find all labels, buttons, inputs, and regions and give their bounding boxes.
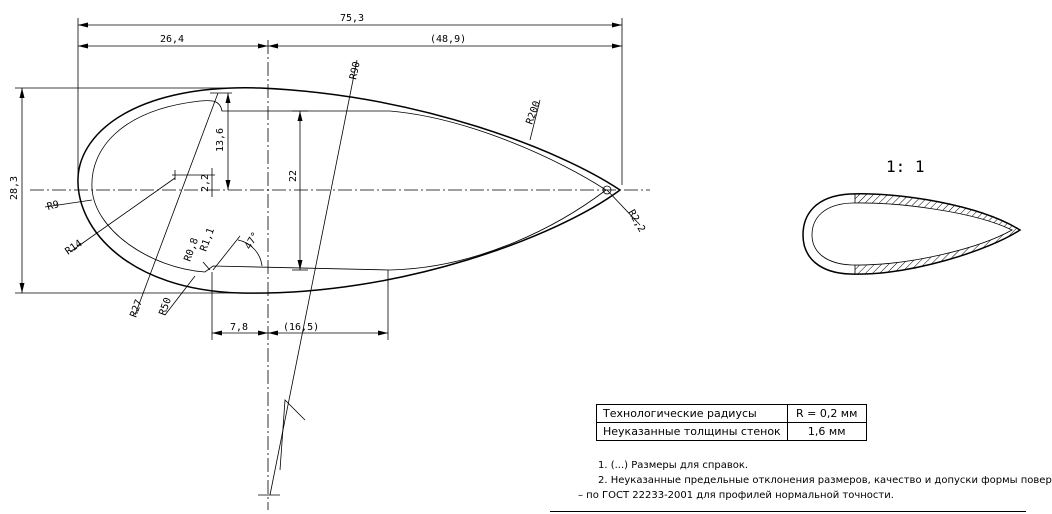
note-1: 1. (...) Размеры для справок. bbox=[598, 460, 749, 471]
airfoil-profile bbox=[77, 87, 622, 294]
section-inner bbox=[811, 202, 1013, 266]
technical-drawing: 75,3 26,4 (48,9) 28,3 13,6 2,2 22 bbox=[9, 13, 1022, 510]
dim-split: 26,4 (48,9) bbox=[78, 34, 622, 49]
note-2-continued: – по ГОСТ 22233-2001 для профилей нормал… bbox=[578, 490, 894, 501]
table-cell-label: Неуказанные толщины стенок bbox=[596, 422, 788, 441]
dim-inner-label: 22 bbox=[288, 170, 299, 182]
radius-r90: R90 bbox=[348, 61, 363, 81]
dim-offset-label: 2,2 bbox=[200, 174, 211, 192]
section-view: 1: 1 bbox=[802, 157, 1022, 275]
dim-upper-label: 13,6 bbox=[215, 128, 226, 152]
section-hatch-top bbox=[855, 193, 1020, 230]
break-line bbox=[279, 399, 306, 471]
table-cell-label: Технологические радиусы bbox=[596, 404, 788, 423]
dim-height: 28,3 bbox=[9, 87, 260, 294]
table-row: Технологические радиусы R = 0,2 мм bbox=[596, 404, 867, 423]
note-2: 2. Неуказанные предельные отклонения раз… bbox=[598, 475, 1052, 486]
dim-lower: 7,8 (16,5) bbox=[211, 270, 389, 340]
radius-r9: R9 bbox=[46, 199, 60, 213]
notes-block: 1. (...) Размеры для справок. 2. Неуказа… bbox=[578, 458, 1052, 503]
dim-front-label: 26,4 bbox=[160, 34, 184, 45]
dim-angle: 47° bbox=[212, 230, 263, 271]
title-block-border bbox=[550, 511, 1026, 512]
table-cell-value: 1,6 мм bbox=[786, 422, 867, 441]
radius-r1-1: R1,1 bbox=[198, 227, 217, 253]
dim-inner: 22 bbox=[288, 110, 308, 271]
section-scale-label: 1: 1 bbox=[886, 157, 925, 176]
dim-angle-label: 47° bbox=[243, 230, 262, 251]
table-row: Неуказанные толщины стенок 1,6 мм bbox=[596, 422, 867, 441]
table-cell-value: R = 0,2 мм bbox=[786, 404, 867, 423]
radius-r200: R200 bbox=[524, 100, 543, 126]
dim-height-label: 28,3 bbox=[9, 176, 20, 200]
dim-lower-rear-label: (16,5) bbox=[283, 322, 319, 333]
dim-overall-label: 75,3 bbox=[340, 13, 364, 24]
outer-contour bbox=[77, 87, 622, 294]
properties-table: Технологические радиусы R = 0,2 мм Неука… bbox=[596, 404, 867, 441]
inner-contour bbox=[91, 100, 607, 273]
radius-r2-2: R2,2 bbox=[625, 208, 647, 234]
dim-rear-label: (48,9) bbox=[430, 34, 466, 45]
radius-r50: R50 bbox=[157, 296, 174, 317]
radius-r27: R27 bbox=[128, 298, 145, 319]
radius-r14: R14 bbox=[63, 238, 84, 257]
dim-upper: 13,6 2,2 bbox=[172, 92, 232, 197]
radius-leaders: R90 R200 R2,2 R9 R14 R0,8 R1,1 R27 R50 bbox=[44, 59, 647, 496]
section-hatch-bottom bbox=[855, 230, 1020, 275]
dim-lower-front-label: 7,8 bbox=[230, 322, 248, 333]
